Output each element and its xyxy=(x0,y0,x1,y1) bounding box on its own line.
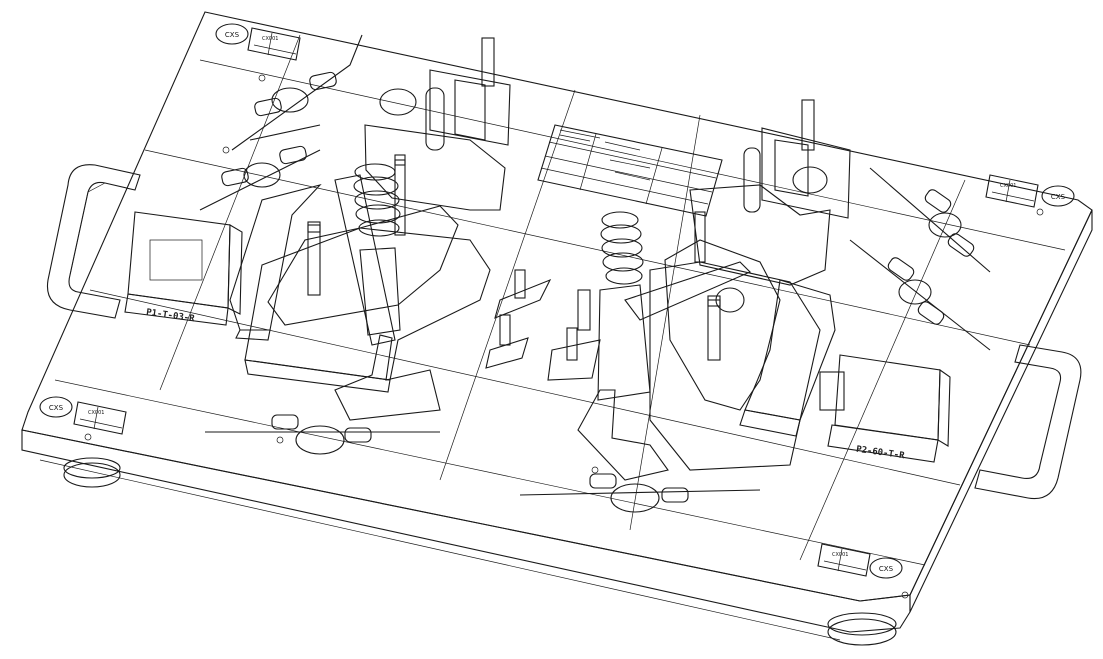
cylinder-block-left: P1-T-03-R xyxy=(124,211,243,326)
badge-group-right: CXS CX001 xyxy=(985,174,1075,208)
center-pin-supports xyxy=(485,269,601,381)
badge-plate-title-3: CX001 xyxy=(88,410,104,416)
badge-group-top-left: CXS CX001 xyxy=(215,23,301,61)
left-locator-assembly xyxy=(229,37,511,421)
base-frame xyxy=(21,209,1093,641)
sensor-clamp-bottom-left[interactable] xyxy=(205,414,440,455)
badge-plate-title-4: CX001 xyxy=(832,552,848,558)
sensor-clamp-right-1[interactable] xyxy=(869,167,991,273)
badge-plate-title-2: CX001 xyxy=(1000,183,1016,189)
handle-left[interactable] xyxy=(46,164,141,319)
foot-front-left xyxy=(63,457,121,488)
brand-badge-2: CXS xyxy=(1051,193,1066,201)
sensor-clamp-bottom-center[interactable] xyxy=(519,473,761,513)
specification-nameplate xyxy=(537,124,723,217)
foot-front-right xyxy=(827,612,897,646)
sensor-clamp-top-left-1[interactable] xyxy=(231,34,363,151)
block-label-left: P1-T-03-R xyxy=(145,308,195,325)
right-locator-assembly xyxy=(577,99,851,481)
brand-badge-3: CXS xyxy=(49,404,64,412)
badge-group-bottom-left: CXS CX001 xyxy=(39,396,127,435)
base-plate xyxy=(21,11,1093,602)
mounting-holes xyxy=(84,74,1044,599)
orange-clamp-knob[interactable] xyxy=(600,211,644,285)
badge-group-bottom-right: CXS CX001 xyxy=(817,543,903,579)
cylinder-block-right: P2-60-T-R xyxy=(819,354,951,463)
brand-badge-4: CXS xyxy=(879,565,894,573)
sensor-clamp-top-left-2[interactable] xyxy=(199,145,321,211)
badge-plate-title-1: CX001 xyxy=(262,36,278,42)
brand-badge-1: CXS xyxy=(225,31,240,39)
red-clamp-knob[interactable] xyxy=(353,163,401,237)
sensor-clamp-right-2[interactable] xyxy=(849,239,991,351)
handle-right[interactable] xyxy=(974,344,1082,500)
block-label-right: P2-60-T-R xyxy=(855,445,905,462)
